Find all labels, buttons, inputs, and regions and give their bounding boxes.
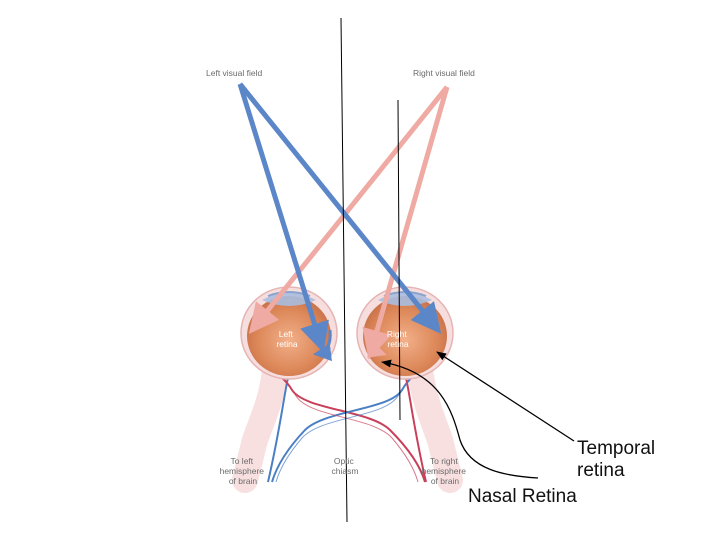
temporal-retina-annotation: Temporal retina xyxy=(577,438,655,482)
midline-vertical-line xyxy=(340,17,348,523)
nasal-retina-pointer xyxy=(381,359,539,479)
to-right-hemisphere-label: To right hemisphere of brain xyxy=(422,456,469,486)
temporal-retina-line-1: Temporal xyxy=(577,438,656,459)
left-retina-label: Left retina xyxy=(276,329,298,349)
temporal-retina-line-2: retina xyxy=(577,460,625,481)
right-field-ray-to-left-retina xyxy=(248,85,449,334)
right-retina-label: Right retina xyxy=(387,329,409,349)
left-field-ray-to-right-retina xyxy=(238,82,442,334)
left-visual-field-label: Left visual field xyxy=(206,68,262,78)
right-visual-field-label: Right visual field xyxy=(413,68,475,78)
temporal-retina-pointer xyxy=(436,351,575,442)
right-field-ray-to-right-retina xyxy=(362,86,450,360)
optic-chiasm-label: Optic chiasm xyxy=(332,456,359,476)
right-retina-arrow xyxy=(366,329,387,358)
left-field-ray-to-left-retina xyxy=(237,83,329,353)
to-left-hemisphere-label: To left hemisphere of brain xyxy=(220,456,267,486)
nasal-retina-annotation: Nasal Retina xyxy=(468,486,577,507)
visual-field-rays xyxy=(237,82,450,360)
left-retina-arrow xyxy=(313,329,333,362)
